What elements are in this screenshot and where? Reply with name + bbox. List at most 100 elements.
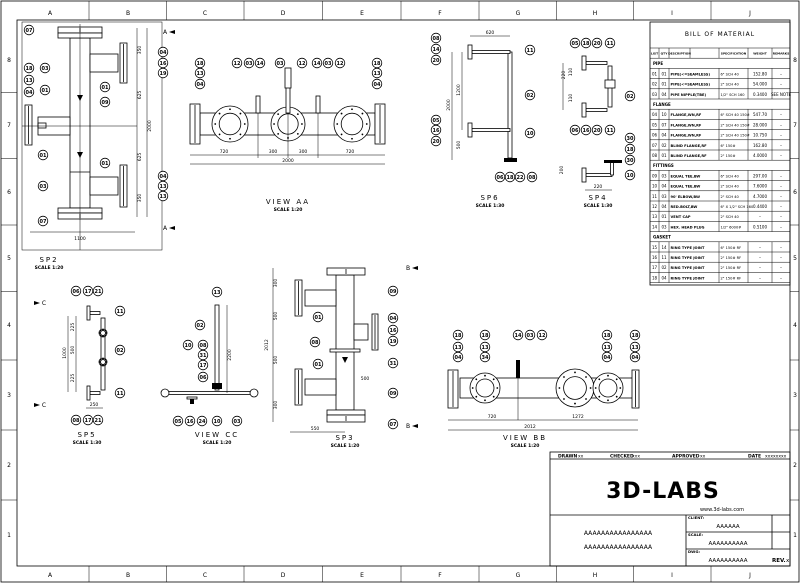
- sp3-title: SP3: [335, 434, 354, 442]
- pipe-segment: [610, 161, 614, 176]
- main-view-balloon-label: 01: [42, 88, 49, 94]
- sp3-balloon: [387, 335, 399, 347]
- view-bb-balloon-label: 04: [455, 355, 462, 361]
- dimension-label: 1200: [456, 84, 462, 96]
- checked-value: xxx: [632, 455, 640, 460]
- ruler-column-label: J: [748, 572, 751, 579]
- bolt-hole: [496, 387, 499, 389]
- pipe-segment: [507, 51, 513, 159]
- bom-cell: –: [780, 153, 782, 158]
- pipe-segment: [89, 311, 101, 315]
- bom-cell: 2" SCH 40: [721, 195, 740, 199]
- sp4-balloon: [624, 154, 636, 166]
- bolt-hole: [598, 378, 601, 381]
- sp3-balloon: [387, 387, 399, 399]
- company-website: www.3d-labs.com: [700, 507, 744, 513]
- view-aa-balloon: [254, 57, 266, 69]
- flange-bore: [475, 378, 495, 398]
- main-view-balloon-label: 03: [40, 184, 47, 190]
- sp6-balloon-label: 22: [517, 175, 524, 181]
- bom-cell: 04: [661, 92, 667, 97]
- bom-cell: 13: [652, 214, 658, 219]
- sp3-balloon-label: 08: [312, 340, 319, 346]
- view-aa-balloon-label: 18: [197, 61, 204, 67]
- bom-cell: –: [780, 255, 782, 260]
- inner-frame: [16, 19, 791, 567]
- main-view-balloon-label: 13: [160, 194, 167, 200]
- bolt-hole: [105, 332, 108, 334]
- view-aa-balloon-label: 18: [374, 61, 381, 67]
- bom-cell: 1/2" 6000#: [721, 225, 742, 229]
- main-view-balloon: [23, 24, 35, 36]
- sp3-balloon-label: 07: [390, 422, 397, 428]
- sp4-balloon-label: 02: [627, 94, 634, 100]
- client-label: CLIENT:: [688, 515, 705, 520]
- main-view-balloon-label: 04: [160, 50, 167, 56]
- bolt-hole: [361, 112, 364, 115]
- bom-cell: 04: [661, 275, 667, 280]
- bom-cell: FLANGE,WN,RF: [671, 113, 702, 117]
- ruler-column-label: B: [126, 10, 130, 17]
- section-arrow-icon: [169, 30, 175, 34]
- dimension-label: 300: [299, 149, 308, 155]
- flange-face: [555, 368, 595, 408]
- sp3-balloon-label: 09: [390, 289, 397, 295]
- view-aa-balloon-label: 13: [197, 71, 204, 77]
- view-cc-balloon-label: 02: [197, 323, 204, 329]
- ruler-column-label: I: [671, 572, 673, 579]
- ruler-column-label: I: [671, 10, 673, 17]
- view-cc-balloon-label: 06: [200, 375, 207, 381]
- ruler-row-label: 6: [793, 189, 797, 196]
- bolt-hole: [351, 137, 353, 140]
- flange-bore: [218, 112, 242, 136]
- bom-cell: 2" SCH 40: [721, 83, 740, 87]
- bom-cell: 4.7000: [753, 194, 767, 199]
- bom-cell: 07: [661, 122, 667, 127]
- view-bb-balloon-label: 18: [455, 333, 462, 339]
- bom-cell: –: [780, 224, 782, 229]
- sp4-balloon: [591, 124, 603, 136]
- view-aa-balloon-label: 12: [299, 61, 306, 67]
- view-aa-balloon: [371, 67, 383, 79]
- bom-cell: 4.0000: [753, 153, 767, 158]
- bom-cell: VENT CAP: [671, 215, 691, 219]
- bom-header-cell: SPECIFICATION: [721, 52, 747, 56]
- bom-header-cell: REMARKS: [773, 52, 789, 56]
- ruler-row-label: 3: [793, 392, 797, 399]
- sp4-balloon-label: 18: [627, 147, 634, 153]
- sp4-balloon-label: 11: [607, 41, 614, 47]
- valve-symbol: [342, 357, 348, 363]
- rev-label: REV.: [772, 558, 786, 564]
- bom-cell: 1/2" SCH 160: [721, 93, 746, 97]
- ruler-column-label: G: [516, 572, 521, 579]
- bolt-hole: [99, 329, 102, 332]
- sp6-balloon-label: 20: [433, 139, 440, 145]
- dimension-label: 720: [346, 149, 355, 155]
- section-label: A: [163, 225, 168, 232]
- bom-cell: 17: [652, 265, 658, 270]
- view-bb-title: VIEW BB: [503, 434, 547, 442]
- bom-cell: 90' ELBOW,BW: [671, 195, 700, 199]
- pipe-segment: [585, 108, 608, 112]
- bom-cell: RING TYPE JOINT: [671, 246, 705, 250]
- flange-face: [211, 105, 249, 143]
- dimension-label: 2012: [264, 339, 270, 351]
- view-bb-balloon-label: 13: [632, 345, 639, 351]
- dimension-label: 250: [90, 402, 99, 408]
- sp5-balloon-label: 21: [95, 289, 102, 295]
- main-view-balloon: [37, 149, 49, 161]
- main-view-balloon-label: 01: [40, 153, 47, 159]
- bom-cell: 2" 150# RF: [721, 266, 742, 270]
- bom-cell: –: [780, 71, 782, 76]
- main-view-balloon: [157, 67, 169, 79]
- view-cc-balloon-label: 08: [200, 343, 207, 349]
- sp6-balloon-label: 20: [433, 58, 440, 64]
- sp4-balloon: [569, 37, 581, 49]
- bolt-hole: [98, 361, 101, 363]
- sp3-balloon: [312, 311, 324, 323]
- bom-cell: 14: [661, 245, 667, 250]
- sp6-scale: SCALE 1:30: [476, 203, 505, 209]
- dimension-label: 720: [220, 149, 229, 155]
- description-line-2: AAAAAAAAAAAAAAAA: [584, 544, 653, 551]
